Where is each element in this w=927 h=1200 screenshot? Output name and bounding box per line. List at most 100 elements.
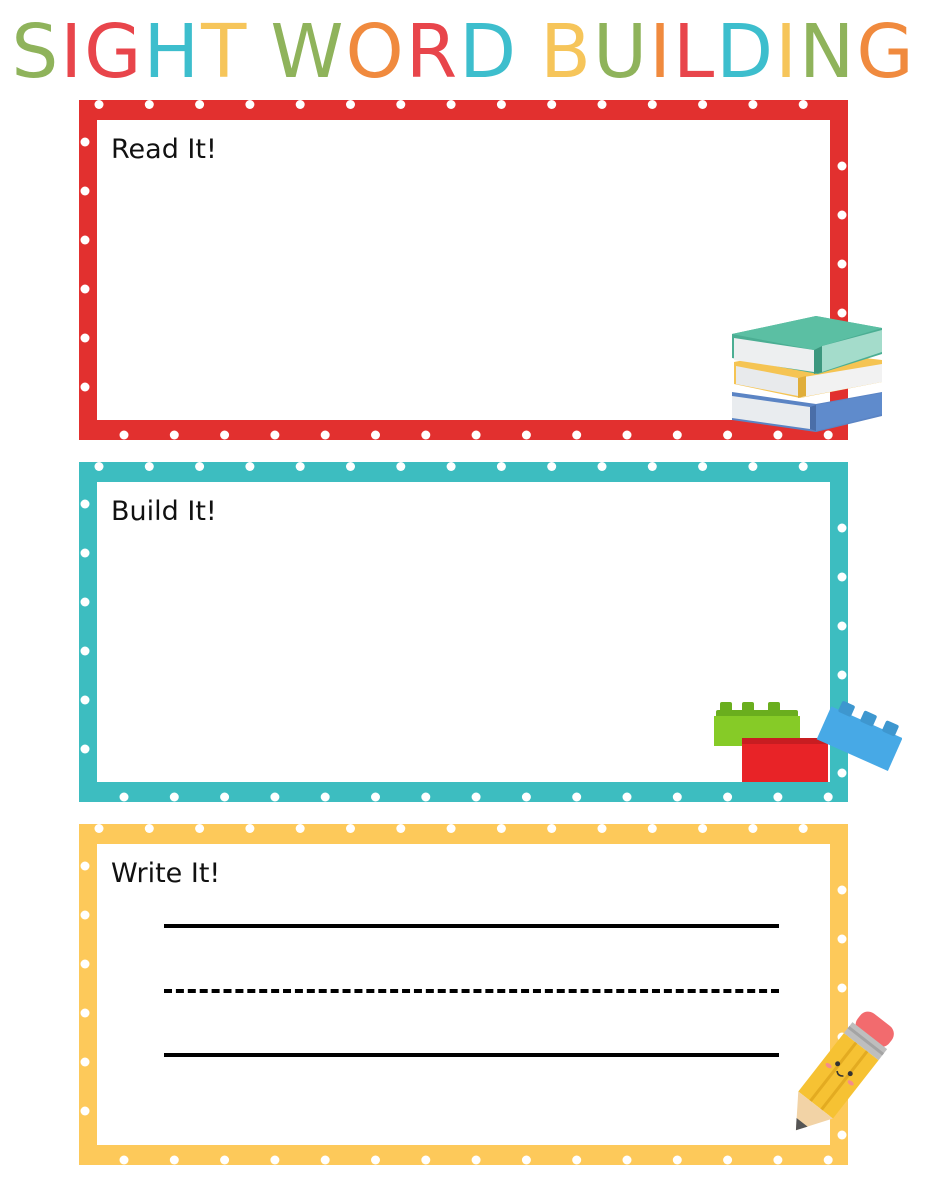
border-dot [748,462,758,471]
border-dot [80,137,90,147]
border-dot [698,462,708,471]
border-dot [245,462,255,471]
border-dot [837,885,847,895]
border-dot [245,100,255,109]
border-dot [80,861,90,871]
border-dot [672,792,682,802]
build-it-writing-area [97,482,830,782]
building-blocks-icon [714,701,902,782]
border-dot [80,548,90,558]
border-dot [547,824,557,833]
border-dot [144,824,154,833]
border-dot [295,824,305,833]
border-dot [773,792,783,802]
border-dot [346,824,355,833]
title-letter: G [856,9,916,95]
border-dot [220,792,230,802]
border-dot [597,100,607,109]
border-dot [471,430,481,440]
border-dot [837,1130,847,1140]
border-dot [471,1155,481,1165]
border-dot [521,792,531,802]
border-dot [195,824,205,833]
border-dot [823,1155,833,1165]
border-dot [144,462,154,471]
bottom-writing-line [164,1053,779,1057]
border-dot [80,382,90,392]
border-dot [773,1155,783,1165]
border-dot [446,824,456,833]
worksheet-title: SIGHT WORD BUILDING [0,10,927,94]
border-dot [597,462,607,471]
border-dot [837,210,847,220]
pencil-icon [795,1011,894,1131]
border-dot [421,430,431,440]
border-dot [320,792,330,802]
border-dot [798,462,808,471]
top-writing-line [164,924,779,928]
border-dot [837,934,847,944]
border-dot [80,1008,90,1018]
write-it-writing-area [97,844,830,1145]
border-dot [496,100,506,109]
border-dot [80,1057,90,1067]
border-dot [80,235,90,245]
border-dot [295,462,305,471]
border-dot [823,430,833,440]
border-dot [169,430,179,440]
border-dot [837,768,847,778]
border-dot [421,792,431,802]
title-letter: I [775,9,799,95]
border-dot [80,499,90,509]
build-it-label: Build It! [111,496,217,527]
border-dot [496,462,506,471]
border-dot [837,621,847,631]
border-dot [446,462,456,471]
title-letter: U [592,9,650,95]
border-dot [320,1155,330,1165]
border-dot [396,462,406,471]
read-it-card: Read It! [79,100,848,440]
border-dot [169,792,179,802]
border-dot [748,824,758,833]
border-dot [421,1155,431,1165]
border-dot [837,308,847,318]
border-dot [80,284,90,294]
border-dot [471,792,481,802]
border-dot [837,523,847,533]
border-dot [320,430,330,440]
border-dot [622,430,632,440]
title-letter: B [540,9,593,95]
border-dot [521,430,531,440]
border-dot [396,100,406,109]
border-dot [144,100,154,109]
border-dot [798,100,808,109]
title-letter: D [716,9,776,95]
border-dot [346,100,355,109]
border-dot [80,597,90,607]
border-dot [94,824,104,833]
border-dot [748,100,758,109]
border-dot [837,670,847,680]
border-dot [622,1155,632,1165]
border-dot [837,161,847,171]
border-dot [220,430,230,440]
border-dot [169,1155,179,1165]
border-dot [371,792,380,802]
border-dot [195,100,205,109]
border-dot [547,462,557,471]
title-letter: W [270,9,346,95]
border-dot [119,430,129,440]
border-dot [80,1106,90,1116]
border-dot [572,1155,582,1165]
border-dot [80,186,90,196]
border-dot [572,430,582,440]
border-dot [80,695,90,705]
title-letter: N [798,9,857,95]
write-it-card: Write It! [79,824,848,1165]
border-dot [80,910,90,920]
read-it-writing-area [97,120,830,420]
title-letter [248,10,270,94]
border-dot [346,462,355,471]
border-dot [672,1155,682,1165]
